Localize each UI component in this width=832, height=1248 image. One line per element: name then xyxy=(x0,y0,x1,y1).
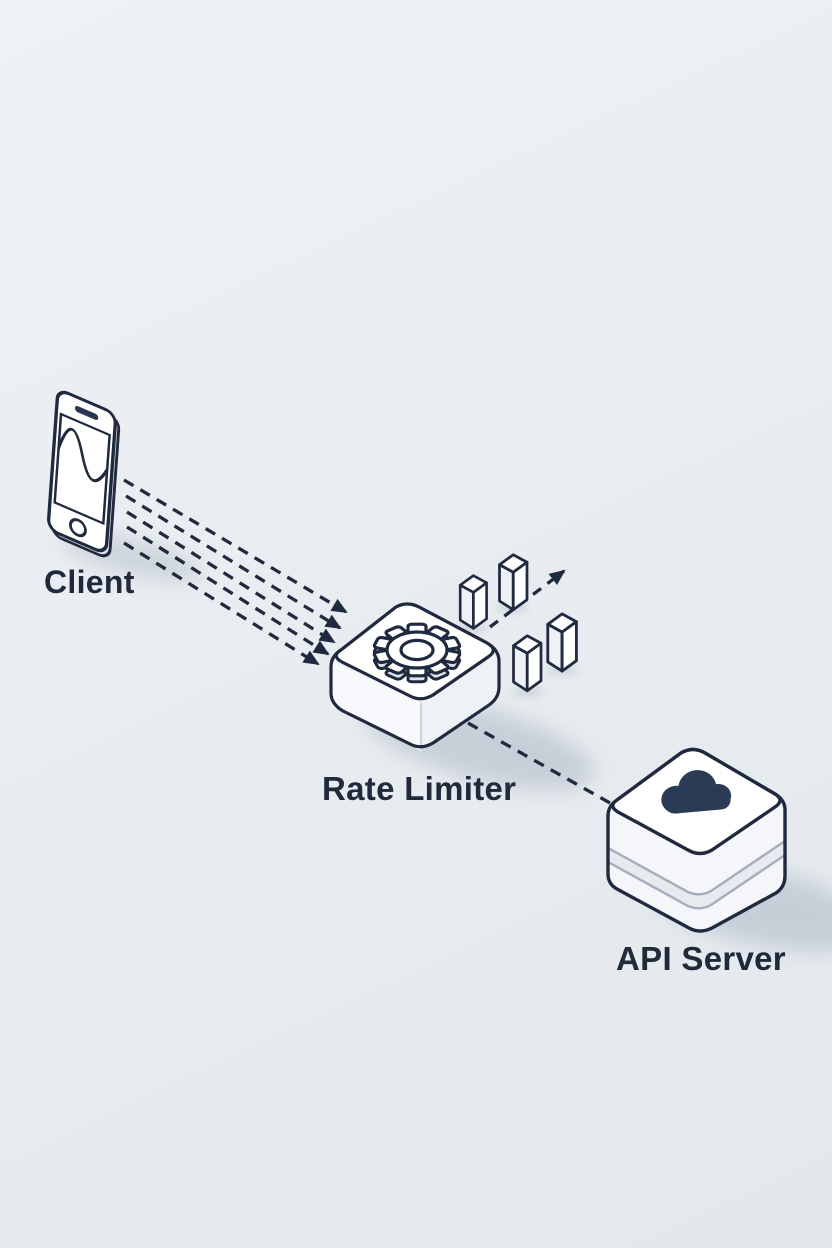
request-arrows xyxy=(123,478,348,666)
gear-icon xyxy=(373,624,460,682)
packet-shadow xyxy=(512,687,544,697)
phone-home-button xyxy=(69,518,87,538)
api-server-band-line-top xyxy=(607,840,786,896)
cloud-icon xyxy=(661,770,732,814)
smartphone-icon xyxy=(47,390,121,558)
rate-limiter-label: Rate Limiter xyxy=(322,770,517,807)
api-server-band-line-bottom xyxy=(607,854,786,910)
rate-limiter-node xyxy=(329,602,501,751)
packet-box xyxy=(498,553,529,612)
api-server-label: API Server xyxy=(616,940,786,977)
gear-hole xyxy=(401,640,433,659)
client-label: Client xyxy=(44,564,135,600)
phone-screen xyxy=(53,412,111,526)
api-server-node xyxy=(606,747,787,933)
outbound-arrow xyxy=(489,569,566,629)
waveform-graphic xyxy=(55,427,109,483)
request-arrow-4 xyxy=(126,525,330,656)
packets xyxy=(458,553,578,693)
request-arrow-5 xyxy=(123,541,320,666)
packet-box xyxy=(458,574,488,630)
phone-speaker xyxy=(74,405,99,420)
forward-link xyxy=(467,721,611,805)
request-arrow-3 xyxy=(126,510,336,644)
packet-box xyxy=(546,612,578,673)
packet-box xyxy=(512,634,543,693)
request-arrow-1 xyxy=(123,478,348,614)
request-arrow-2 xyxy=(125,494,342,630)
rate-limiter-left-face xyxy=(331,661,421,751)
